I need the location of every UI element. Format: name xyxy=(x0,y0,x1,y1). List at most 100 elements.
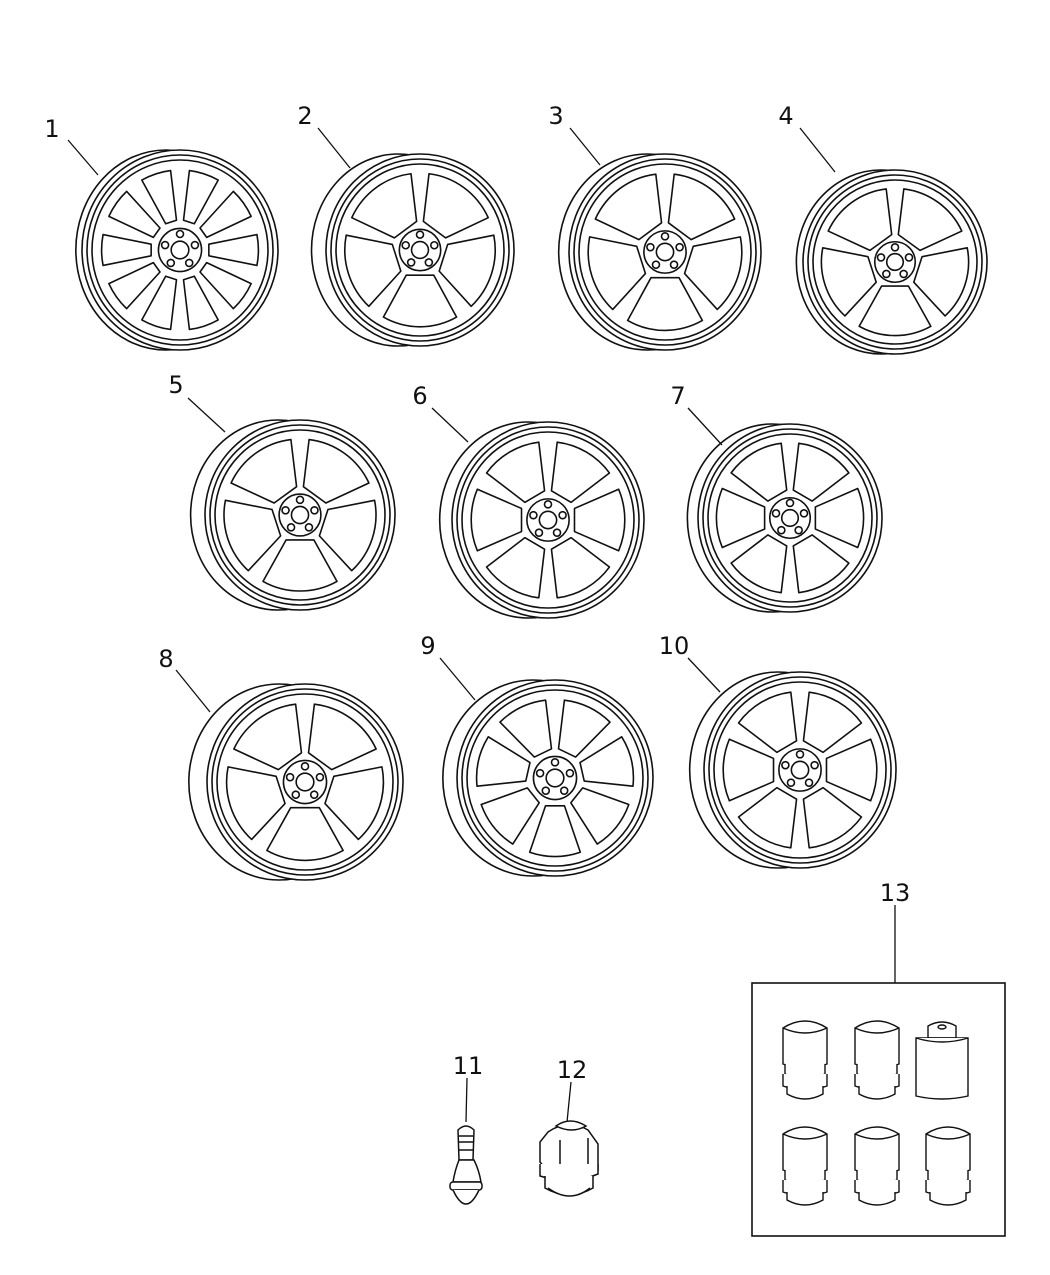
callout-7: 7 xyxy=(670,382,685,410)
spoke-window xyxy=(230,438,298,504)
spoke-window xyxy=(233,703,303,771)
lock-nut xyxy=(854,1126,900,1206)
center-bore xyxy=(655,242,675,262)
center-bore xyxy=(295,772,315,792)
center-bore xyxy=(885,252,905,272)
lug-hole xyxy=(777,525,786,535)
rim-inner xyxy=(91,159,269,341)
rim-lip xyxy=(330,158,510,342)
spoke-window xyxy=(100,233,152,267)
spoke-window xyxy=(730,534,788,594)
spoke-window xyxy=(485,536,546,599)
spoke-window xyxy=(683,236,743,311)
spoke-window xyxy=(475,736,531,787)
callout-12: 12 xyxy=(557,1056,588,1084)
center-bore xyxy=(790,760,810,780)
leader-line-10 xyxy=(687,657,721,693)
lug-hole xyxy=(771,509,781,518)
lock-nut-kit-13 xyxy=(782,1020,971,1206)
spoke-window xyxy=(587,236,647,311)
wheel-6 xyxy=(438,421,645,619)
lug-hole xyxy=(286,522,296,532)
leader-line-11 xyxy=(465,1077,468,1123)
hub xyxy=(278,493,322,537)
spoke-window xyxy=(318,499,377,572)
lug-hole xyxy=(675,242,684,252)
hub xyxy=(157,227,203,273)
wheel-3 xyxy=(557,153,762,351)
spoke-window xyxy=(802,786,863,849)
rim-lip xyxy=(708,676,892,864)
center-bore xyxy=(170,240,190,260)
callout-4: 4 xyxy=(778,102,793,130)
rim-lip xyxy=(86,154,274,346)
spoke-window xyxy=(730,442,788,502)
spoke-window xyxy=(199,190,252,239)
lug-hole xyxy=(552,528,562,537)
lock-nut xyxy=(782,1020,828,1100)
lug-hole xyxy=(310,506,319,515)
lug-hole xyxy=(430,240,439,250)
spoke-window xyxy=(858,285,932,337)
lug-hole xyxy=(876,253,886,262)
lug-hole xyxy=(904,253,914,262)
spoke-window xyxy=(223,499,282,572)
lug-hole xyxy=(281,506,290,515)
lug-hole xyxy=(543,500,553,509)
lock-key-socket xyxy=(915,1021,969,1100)
lug-nut-12 xyxy=(539,1120,599,1197)
spoke-window xyxy=(422,172,490,239)
hub xyxy=(768,496,812,540)
spoke-window xyxy=(350,172,418,239)
lug-hole xyxy=(529,510,538,520)
leader-line-8 xyxy=(175,669,211,713)
lug-hole xyxy=(646,242,655,252)
spoke-window xyxy=(802,691,863,754)
rim-inner xyxy=(335,163,505,337)
callout-1: 1 xyxy=(44,115,59,143)
wheel-9 xyxy=(442,679,654,877)
lug-hole xyxy=(424,258,434,267)
lug-hole xyxy=(541,786,551,795)
callout-3: 3 xyxy=(548,102,563,130)
lug-hole xyxy=(184,258,194,268)
spoke-window xyxy=(324,766,385,841)
spoke-window xyxy=(573,488,626,552)
spoke-window xyxy=(550,441,611,504)
callout-9: 9 xyxy=(420,632,435,660)
lug-hole xyxy=(559,786,569,795)
callout-8: 8 xyxy=(158,645,173,673)
lug-hole xyxy=(781,760,790,770)
lug-hole xyxy=(795,750,805,759)
lug-hole xyxy=(669,260,679,269)
leader-line-5 xyxy=(187,397,226,433)
lug-hole xyxy=(406,258,416,267)
lug-hole xyxy=(550,758,560,767)
wheel-2 xyxy=(310,153,515,347)
hub xyxy=(873,240,917,284)
spoke-window xyxy=(480,787,540,845)
rim-lip xyxy=(456,426,640,614)
lug-hole xyxy=(291,790,301,799)
spoke-window xyxy=(626,276,704,332)
lug-hole xyxy=(660,232,670,241)
wheel-1 xyxy=(75,149,279,351)
rim-lip xyxy=(461,684,649,872)
lug-hole xyxy=(415,230,425,239)
hub xyxy=(532,755,578,801)
spoke-window xyxy=(199,261,252,310)
spoke-window xyxy=(225,766,286,841)
callout-13: 13 xyxy=(880,879,911,907)
spoke-window xyxy=(302,438,370,504)
lug-hole xyxy=(882,269,891,279)
leader-line-1 xyxy=(67,139,99,176)
lug-hole xyxy=(309,790,319,799)
center-bore xyxy=(545,768,565,788)
spoke-window xyxy=(499,699,553,758)
lug-hole xyxy=(794,525,803,535)
lug-hole xyxy=(304,522,314,532)
rim-inner xyxy=(812,179,978,345)
spoke-window xyxy=(182,275,219,331)
lug-hole xyxy=(651,260,661,269)
